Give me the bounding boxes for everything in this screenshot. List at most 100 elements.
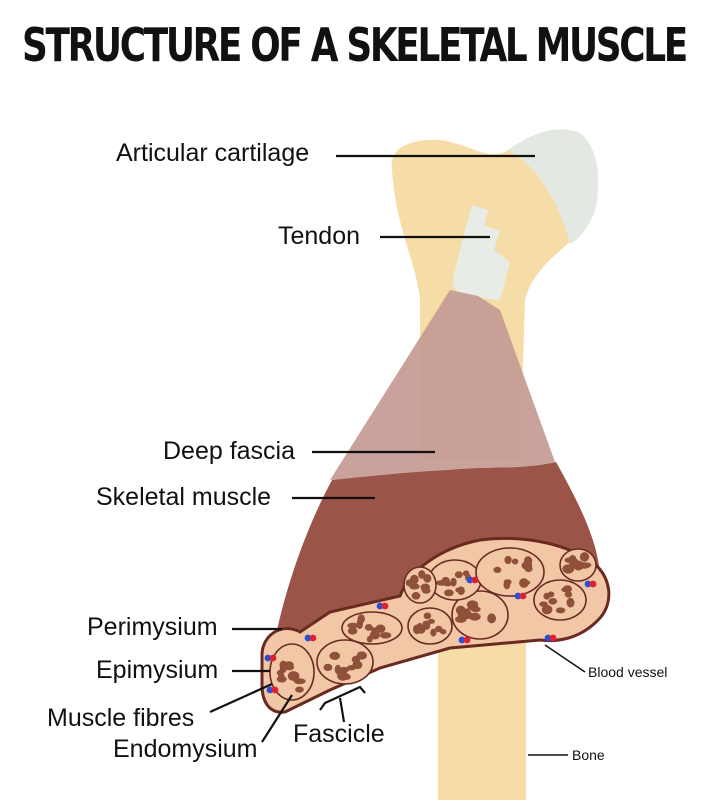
skeletal-muscle-shape <box>275 462 600 640</box>
blood-vessel-dot <box>264 654 272 662</box>
fascicle-bundle <box>316 639 374 685</box>
muscle-fibre <box>581 562 588 569</box>
blood-vessel-dot <box>271 686 279 694</box>
muscle-fibre <box>462 570 470 577</box>
muscle-fibre <box>423 612 432 620</box>
muscle-fibre <box>379 632 392 639</box>
fascicle-bracket <box>319 685 366 711</box>
blood-vessel-dot <box>514 592 522 600</box>
muscle-fibre <box>347 622 359 629</box>
muscle-fibre <box>524 565 533 573</box>
muscle-fibre <box>579 552 590 562</box>
articular-cartilage-shape <box>508 129 599 244</box>
muscle-fibre <box>418 570 426 579</box>
muscle-fibre <box>347 627 358 635</box>
muscle-fibre <box>564 591 573 598</box>
label-endomysium: Endomysium <box>113 735 258 763</box>
blood-vessel-dot <box>584 580 592 588</box>
muscle-fibre <box>369 630 380 640</box>
muscle-fibre <box>539 601 548 607</box>
label-muscle-fibres: Muscle fibres <box>47 704 195 732</box>
blood-vessel-dot <box>544 634 552 642</box>
muscle-fibre <box>569 558 579 567</box>
label-bone: Bone <box>572 747 605 763</box>
muscle-fibre <box>440 629 447 635</box>
muscle-fibre <box>493 566 502 574</box>
blood-vessel-dot <box>376 602 384 610</box>
muscle-fibre <box>444 589 454 597</box>
muscle-fibre <box>366 635 373 643</box>
label-blood-vessel: Blood vessel <box>588 664 668 680</box>
muscle-fibre <box>364 624 373 631</box>
muscle-fibre <box>519 578 529 588</box>
muscle-fibre <box>470 606 481 613</box>
bone-lower-shaft <box>438 620 526 800</box>
muscle-fibre <box>416 624 426 634</box>
muscle-fibre <box>293 678 306 685</box>
muscle-fibre <box>295 686 304 693</box>
muscle-fibres-group <box>269 547 597 701</box>
muscle-fibre <box>504 555 512 565</box>
muscle-fibre <box>430 628 437 637</box>
muscle-fibre <box>454 571 463 579</box>
muscle-fibre <box>279 664 287 673</box>
blood-vessel-dot <box>266 686 274 694</box>
leader-endomysium <box>261 694 293 743</box>
muscle-fibre <box>443 581 452 587</box>
muscle-fibre <box>555 607 566 614</box>
muscle-fibre <box>337 670 349 681</box>
fascicle-bundle <box>475 547 545 597</box>
muscle-fibre <box>503 580 511 590</box>
muscle-fibre <box>284 661 294 669</box>
muscle-fibre <box>541 604 553 615</box>
muscle-fibre <box>411 592 421 600</box>
muscle-fibre <box>329 651 341 661</box>
page-title: STRUCTURE OF A SKELETAL MUSCLE <box>22 18 688 72</box>
blood-vessel-dot <box>304 634 312 642</box>
label-perimysium: Perimysium <box>87 613 218 641</box>
label-epimysium: Epimysium <box>96 656 219 684</box>
blood-vessel-dot <box>463 636 471 644</box>
muscle-fibre <box>422 620 431 627</box>
muscle-fibre <box>461 610 473 620</box>
muscle-fibre <box>375 624 386 633</box>
blood-vessel-dot <box>269 654 277 662</box>
leader-blood-vessel <box>544 644 586 673</box>
muscle-fibre <box>287 671 300 681</box>
blood-vessel-dot <box>458 636 466 644</box>
muscle-fibre <box>370 627 378 633</box>
blood-vessel-dot <box>549 634 557 642</box>
muscle-fibre <box>357 614 365 624</box>
muscle-fibre <box>487 613 496 624</box>
fascicle-bundle <box>533 579 587 621</box>
leader-fascicle <box>338 697 346 723</box>
label-skeletal-muscle: Skeletal muscle <box>96 483 272 511</box>
deep-fascia-shape <box>330 290 555 480</box>
tendon-shape <box>452 205 510 300</box>
muscle-fibre <box>561 587 571 593</box>
muscle-fibre <box>409 583 420 590</box>
muscle-fibre <box>511 558 519 565</box>
blood-vessel-dot <box>381 602 389 610</box>
leader-muscle-fibres <box>209 682 273 714</box>
leader-lines <box>209 154 586 756</box>
muscle-fibre <box>423 574 432 583</box>
blood-vessel-dot <box>466 576 474 584</box>
label-deep-fascia: Deep fascia <box>163 437 296 465</box>
blood-vessel-dot <box>519 592 527 600</box>
label-tendon: Tendon <box>278 222 361 250</box>
muscle-fibre <box>422 587 431 594</box>
muscle-fibre <box>547 591 555 598</box>
muscle-fibre <box>566 597 575 608</box>
blood-vessels-group <box>264 576 597 694</box>
muscle-fibre <box>409 574 419 585</box>
label-fascicle: Fascicle <box>293 720 385 748</box>
muscle-fibre <box>356 651 367 660</box>
muscle-fibre <box>450 577 457 587</box>
blood-vessel-dot <box>589 580 597 588</box>
blood-vessel-dot <box>309 634 317 642</box>
muscle-fibre <box>457 586 465 595</box>
label-articular-cartilage: Articular cartilage <box>116 139 310 167</box>
